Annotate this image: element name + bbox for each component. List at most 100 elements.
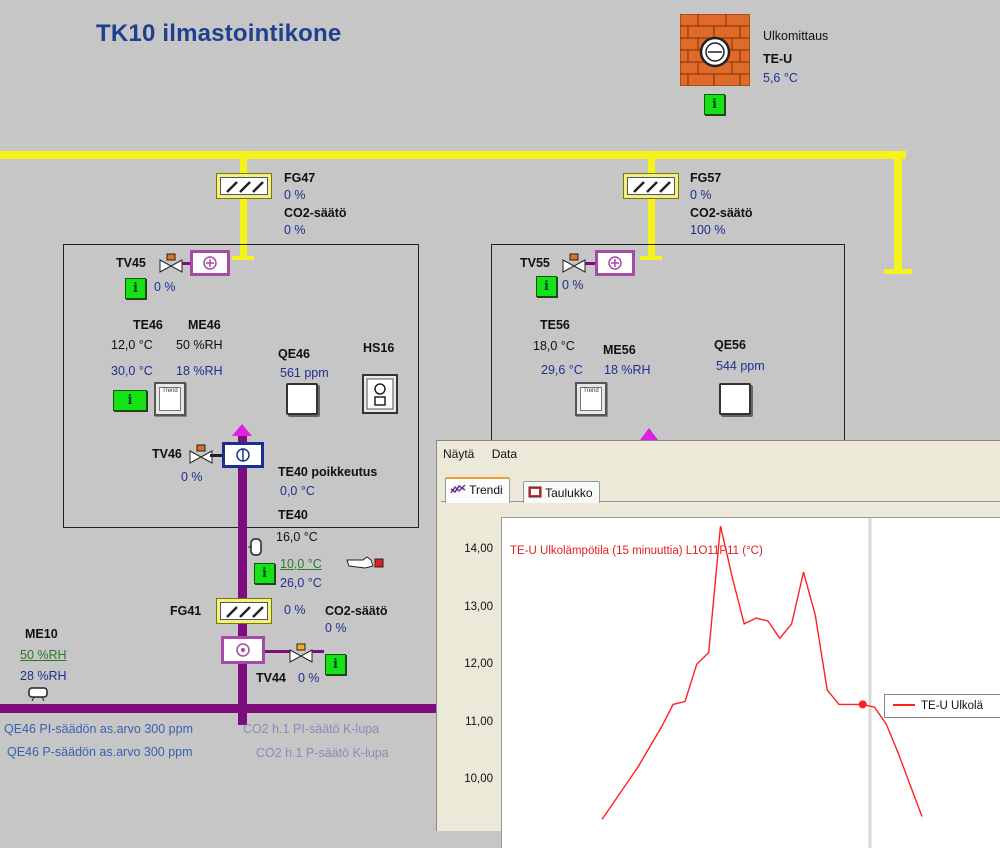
fg47-ctrl-label: CO2-säätö [284, 206, 347, 220]
hs16-name: HS16 [363, 341, 394, 355]
outdoor-header: Ulkomittaus [763, 29, 828, 43]
fg57-ctrl-label: CO2-säätö [690, 206, 753, 220]
duct-right-drop [648, 151, 655, 259]
damper-fg47[interactable] [216, 173, 272, 199]
me46-value: 50 %RH [176, 338, 223, 352]
legend-swatch [893, 704, 915, 706]
tv55-info-button[interactable]: i [536, 276, 557, 297]
trend-menu-bar: Näytä Data [443, 447, 531, 461]
outdoor-sensor-name: TE-U [763, 52, 792, 66]
trend-chart-svg: TE-U Ulkolämpötila (15 minuuttia) L1O11P… [502, 518, 1000, 848]
me56-value: 18 %RH [604, 363, 651, 377]
hs16-switch-icon[interactable] [362, 374, 398, 414]
fg47-value: 0 % [284, 188, 306, 202]
te46-name: TE46 [133, 318, 163, 332]
supply-duct-right-foot [884, 269, 912, 274]
tv46-value: 0 % [181, 470, 203, 484]
fg57-ctrl-value: 100 % [690, 223, 725, 237]
trend-chart-icon [450, 480, 466, 492]
trend-window: Näytä Data Trendi Taulukko 14,00 13,00 1… [436, 440, 1000, 831]
te40-info-button[interactable]: i [254, 563, 275, 584]
qe56-value: 544 ppm [716, 359, 765, 373]
fg57-value: 0 % [690, 188, 712, 202]
outdoor-sensor-value: 5,6 °C [763, 71, 798, 85]
me10-value2: 28 %RH [20, 669, 67, 683]
tv44-info-button[interactable]: i [325, 654, 346, 675]
fg41-ctrl-value: 0 % [325, 621, 347, 635]
te40-value: 16,0 °C [276, 530, 318, 544]
fg41-name: FG41 [170, 604, 201, 618]
qe56-name: QE56 [714, 338, 746, 352]
flow-arrow-up-right [640, 428, 658, 440]
co2-p-permit: CO2 h.1 P-säätö K-lupa [256, 746, 389, 760]
intake-duct-horizontal [0, 704, 440, 713]
qe46-sensor-icon[interactable] [286, 383, 318, 415]
me10-sensor-icon [26, 686, 50, 702]
table-icon [528, 483, 542, 495]
reheat-coil-left[interactable] [222, 442, 264, 468]
flow-arrow-up-left [232, 424, 252, 436]
hand-override-icon[interactable] [345, 554, 385, 572]
ytick-14: 14,00 [443, 543, 493, 555]
heating-coil-left[interactable] [190, 250, 230, 276]
te40-setpoint2: 26,0 °C [280, 576, 322, 590]
tv44-value: 0 % [298, 671, 320, 685]
te56-setpoint: 29,6 °C [541, 363, 583, 377]
menu-data[interactable]: Data [492, 447, 517, 461]
series-line [602, 526, 922, 819]
fg57-name: FG57 [690, 171, 721, 185]
tv55-value: 0 % [562, 278, 584, 292]
qe46-pi-setpoint: QE46 PI-säädön as.arvo 300 ppm [4, 722, 193, 736]
duct-left-drop [240, 151, 247, 259]
tv44-name: TV44 [256, 671, 286, 685]
fg47-ctrl-value: 0 % [284, 223, 306, 237]
te56-trend-button[interactable]: Trend [575, 382, 607, 416]
menu-nayta[interactable]: Näytä [443, 447, 474, 461]
valve-tv45-icon[interactable] [158, 253, 184, 275]
tv46-name: TV46 [152, 447, 182, 461]
me46-name: ME46 [188, 318, 221, 332]
te46-setpoint: 30,0 °C [111, 364, 153, 378]
tv45-info-button[interactable]: i [125, 278, 146, 299]
te40-sensor-icon [248, 538, 264, 556]
legend-label: TE-U Ulkolä [921, 700, 983, 712]
damper-fg57[interactable] [623, 173, 679, 199]
valve-tv44-icon[interactable] [288, 643, 314, 665]
me10-value[interactable]: 50 %RH [20, 648, 67, 662]
preheat-coil[interactable] [221, 636, 265, 664]
te40-setpoint[interactable]: 10,0 °C [280, 557, 322, 571]
legend-box: TE-U Ulkolä [884, 694, 1000, 718]
cursor-marker [859, 700, 867, 708]
te56-value: 18,0 °C [533, 339, 575, 353]
ytick-13: 13,00 [443, 601, 493, 613]
tv55-name: TV55 [520, 256, 550, 270]
te46-info-button[interactable]: i [113, 390, 147, 411]
heating-coil-right[interactable] [595, 250, 635, 276]
tab-trendi[interactable]: Trendi [445, 477, 510, 503]
ytick-11: 11,00 [443, 716, 493, 728]
te40-offset-label: TE40 poikkeutus [278, 465, 377, 479]
valve-tv55-icon[interactable] [561, 253, 587, 275]
pipe-tv44b [312, 650, 324, 653]
outdoor-wall-icon [680, 14, 750, 86]
damper-fg41[interactable] [216, 598, 272, 624]
trend-plot-area[interactable]: TE-U Ulkolämpötila (15 minuuttia) L1O11P… [501, 517, 1000, 848]
ytick-12: 12,00 [443, 658, 493, 670]
supply-duct-main [0, 151, 906, 159]
qe56-sensor-icon[interactable] [719, 383, 751, 415]
te46-trend-button[interactable]: Trend [154, 382, 186, 416]
tv45-name: TV45 [116, 256, 146, 270]
tv45-value: 0 % [154, 280, 176, 294]
te56-name: TE56 [540, 318, 570, 332]
tab-taulukko[interactable]: Taulukko [523, 481, 600, 503]
me46-setpoint: 18 %RH [176, 364, 223, 378]
te46-value: 12,0 °C [111, 338, 153, 352]
supply-duct-right-drop [894, 151, 902, 271]
fg41-ctrl-label: CO2-säätö [325, 604, 388, 618]
outdoor-info-button[interactable]: i [704, 94, 725, 115]
te40-offset-value: 0,0 °C [280, 484, 315, 498]
qe46-name: QE46 [278, 347, 310, 361]
qe46-p-setpoint: QE46 P-säädön as.arvo 300 ppm [7, 745, 193, 759]
fg47-name: FG47 [284, 171, 315, 185]
qe46-value: 561 ppm [280, 366, 329, 380]
